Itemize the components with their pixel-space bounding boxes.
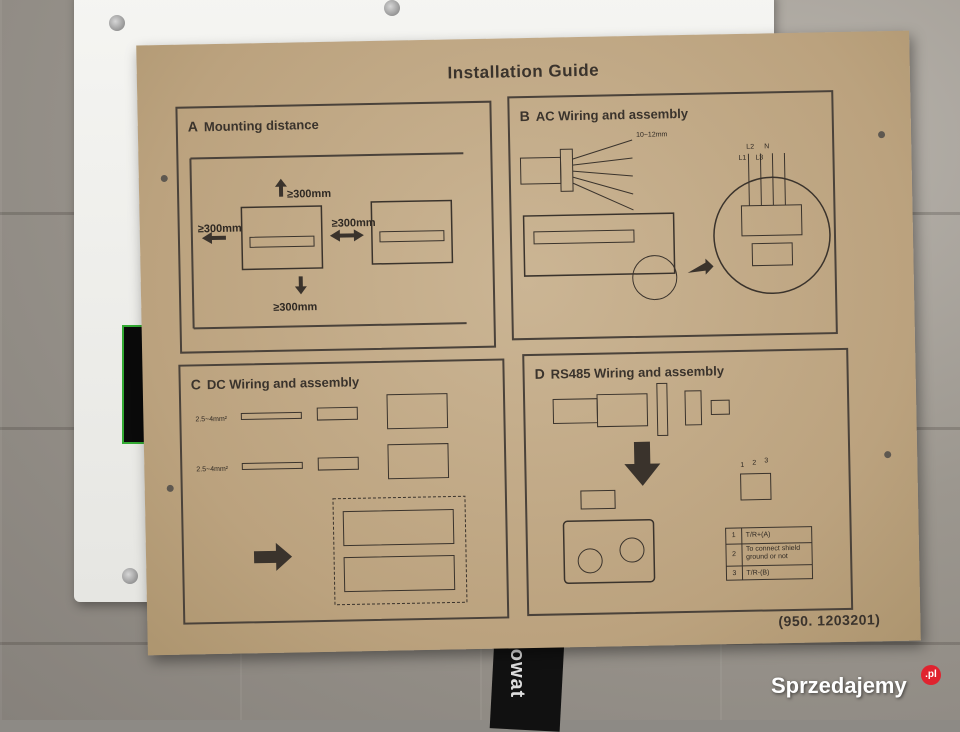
- pin-label-1: 1: [740, 461, 745, 469]
- guide-title: Installation Guide: [447, 60, 600, 83]
- pin-table-row-2-pin: 2: [732, 551, 737, 559]
- screw: [122, 568, 138, 584]
- screw: [109, 15, 125, 31]
- punch-hole: [884, 451, 892, 459]
- pin-label-3: 3: [764, 457, 769, 465]
- screw: [384, 0, 400, 16]
- terminal-n: N: [764, 143, 770, 151]
- terminal-l1: L1: [738, 154, 747, 162]
- pin-table-row-3-pin: 3: [732, 570, 737, 578]
- clearance-between-label: ≥300mm: [331, 216, 376, 230]
- watermark-badge: .pl: [921, 665, 941, 685]
- ac-wiring-diagram: [519, 139, 831, 301]
- punch-hole: [166, 484, 174, 492]
- punch-hole: [877, 131, 886, 139]
- terminal-l3: L3: [755, 154, 764, 162]
- pin-table-row-3-desc: T/R-(B): [746, 569, 770, 577]
- pin-table-row-1-pin: 1: [731, 532, 736, 540]
- pin-table-row-1-desc: T/R+(A): [745, 531, 771, 539]
- pin-label-2: 2: [752, 459, 757, 467]
- document-code: (950. 1203201): [778, 611, 881, 630]
- clearance-bottom-label: ≥300mm: [273, 301, 318, 314]
- mounting-diagram: [189, 152, 467, 330]
- dc-wiring-diagram: [240, 393, 468, 606]
- rs485-wiring-diagram: [552, 382, 814, 585]
- pin-table-row-2-desc: To connect shield ground or not: [745, 544, 801, 561]
- cable-print: rowat: [506, 640, 528, 699]
- clearance-top-label: ≥300mm: [286, 187, 332, 201]
- punch-hole: [160, 174, 168, 183]
- clearance-left-label: ≥300mm: [197, 222, 242, 236]
- terminal-l2: L2: [746, 143, 755, 151]
- watermark-text: Sprzedajemy: [771, 673, 907, 698]
